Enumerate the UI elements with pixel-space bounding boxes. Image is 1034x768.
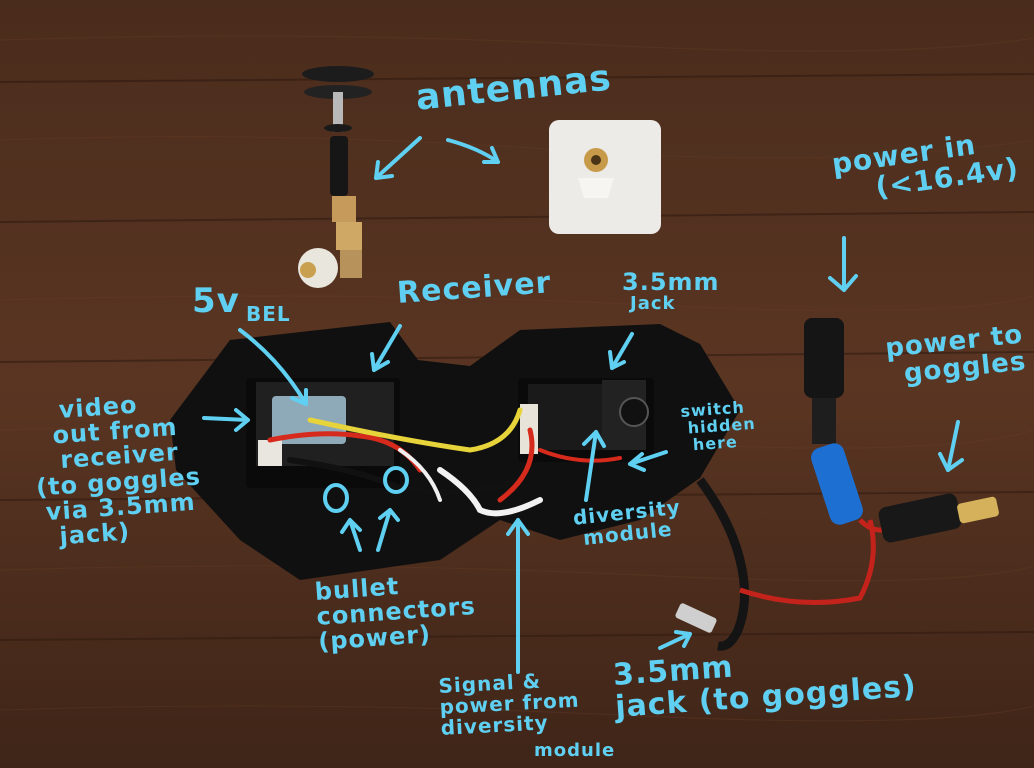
label-jack-top-line2: Jack [630,293,676,315]
label-bec: BEL [246,302,291,326]
wood-grain [0,35,1034,722]
internal-wires [267,407,622,517]
antenna-stick [298,66,374,288]
label-signal-module: module [534,740,616,761]
label-video-out: video out from receiver (to goggles via … [30,388,205,551]
power-cable [804,318,999,543]
diversity-module [520,380,649,454]
label-jack-top: 3.5mm Jack [622,268,720,315]
label-switch-hidden: switch hidden here [680,398,757,454]
label-jack-top-line1: 3.5mm [622,268,720,296]
label-signal-power: Signal & power from diversity [438,669,581,740]
label-bullet-connectors: bullet connectors (power) [314,569,478,656]
label-5v: 5v [192,281,240,321]
patch-antenna [549,120,661,234]
coiled-cable [675,477,876,651]
annotation-arrows [202,136,964,674]
